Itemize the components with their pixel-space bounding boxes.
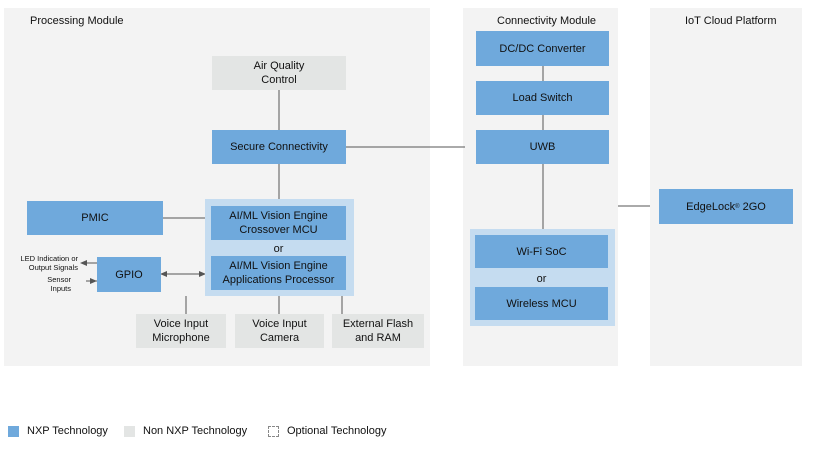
wifi-soc-box: Wi-Fi SoC xyxy=(475,235,608,268)
legend-non-nxp-swatch xyxy=(124,426,135,437)
applications-processor-box: AI/ML Vision Engine Applications Process… xyxy=(211,256,346,290)
wireless-or-label: or xyxy=(536,273,547,285)
sensor-inputs-label: Sensor Inputs xyxy=(47,275,71,293)
load-switch-box: Load Switch xyxy=(476,81,609,115)
edgelock-2go-box: EdgeLock® 2GO xyxy=(659,189,793,224)
led-indication-label: LED Indication or Output Signals xyxy=(20,254,78,272)
dcdc-converter-box: DC/DC Converter xyxy=(476,31,609,66)
secure-connectivity-box: Secure Connectivity xyxy=(212,130,346,164)
edgelock-suffix: 2GO xyxy=(739,200,766,213)
legend-nxp-swatch xyxy=(8,426,19,437)
gpio-box: GPIO xyxy=(97,257,161,292)
crossover-mcu-box: AI/ML Vision Engine Crossover MCU xyxy=(211,206,346,240)
voice-input-microphone-box: Voice Input Microphone xyxy=(136,314,226,348)
air-quality-control-box: Air Quality Control xyxy=(212,56,346,90)
processing-module-title: Processing Module xyxy=(30,15,124,27)
iot-cloud-panel xyxy=(650,8,802,366)
arrow-sensor xyxy=(90,278,97,284)
arrow-led xyxy=(80,260,87,266)
legend-non-nxp-label: Non NXP Technology xyxy=(143,425,248,437)
voice-input-camera-box: Voice Input Camera xyxy=(235,314,324,348)
edgelock-name: EdgeLock xyxy=(686,200,736,213)
connectivity-module-title: Connectivity Module xyxy=(497,15,597,27)
edgelock-registered-mark: ® xyxy=(735,203,740,210)
legend-optional-label: Optional Technology xyxy=(287,425,387,437)
pmic-box: PMIC xyxy=(27,201,163,235)
legend-nxp-label: NXP Technology xyxy=(27,425,108,437)
arrow-gpio-left xyxy=(160,271,167,277)
iot-cloud-title: IoT Cloud Platform xyxy=(685,15,777,27)
legend-optional-swatch xyxy=(268,426,279,437)
external-flash-ram-box: External Flash and RAM xyxy=(332,314,424,348)
uwb-box: UWB xyxy=(476,130,609,164)
engine-or-label: or xyxy=(273,243,284,255)
wireless-mcu-box: Wireless MCU xyxy=(475,287,608,320)
arrow-gpio-right xyxy=(199,271,206,277)
